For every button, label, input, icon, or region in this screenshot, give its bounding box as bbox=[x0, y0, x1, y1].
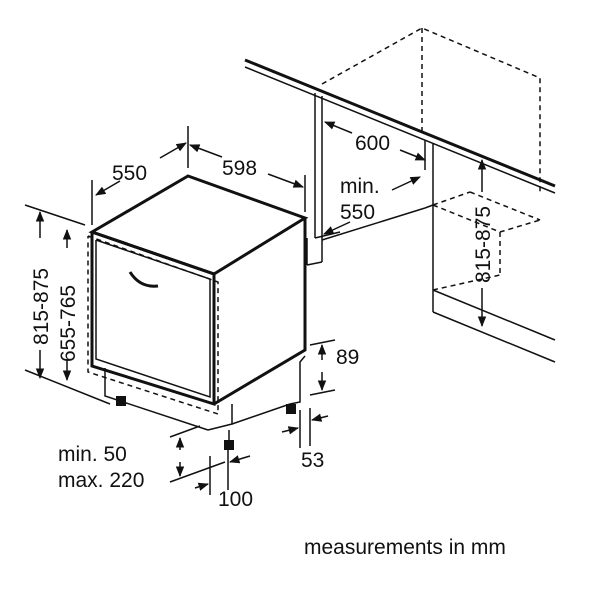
plinth-depth-dimension: 100 bbox=[194, 450, 253, 511]
width-label: 598 bbox=[222, 157, 257, 180]
niche-min-label-line2: 550 bbox=[340, 201, 375, 224]
base-height-dimension: 89 bbox=[309, 339, 359, 396]
niche-depth-label: 600 bbox=[355, 132, 390, 155]
plinth-max-label: max. 220 bbox=[58, 469, 144, 492]
niche-height-dimension: 815-875 bbox=[472, 158, 495, 328]
kitchen-niche bbox=[244, 27, 556, 363]
niche-depth-dimension: 600 bbox=[324, 121, 426, 161]
dishwasher bbox=[87, 174, 309, 450]
body-height-label: 655-765 bbox=[57, 285, 80, 362]
niche-min-depth-dimension: min. 550 bbox=[323, 175, 421, 235]
plinth-depth-label: 100 bbox=[218, 488, 253, 511]
depth-label: 550 bbox=[112, 162, 147, 185]
plinth-height-dimension: min. 50 max. 220 bbox=[58, 425, 226, 492]
total-height-label: 815-875 bbox=[30, 268, 53, 345]
base-depth-dimension: 53 bbox=[281, 408, 329, 472]
niche-height-label: 815-875 bbox=[472, 206, 495, 283]
measurements-caption: measurements in mm bbox=[304, 536, 506, 559]
total-height-dimension: 815-875 bbox=[24, 204, 111, 405]
depth-dimension: 550 bbox=[91, 126, 189, 225]
niche-min-label-line1: min. bbox=[340, 175, 380, 198]
width-dimension: 598 bbox=[189, 144, 306, 212]
plinth-min-label: min. 50 bbox=[58, 443, 127, 466]
base-height-label: 89 bbox=[336, 346, 359, 369]
body-height-dimension: 655-765 bbox=[57, 228, 80, 382]
base-depth-label: 53 bbox=[301, 449, 324, 472]
